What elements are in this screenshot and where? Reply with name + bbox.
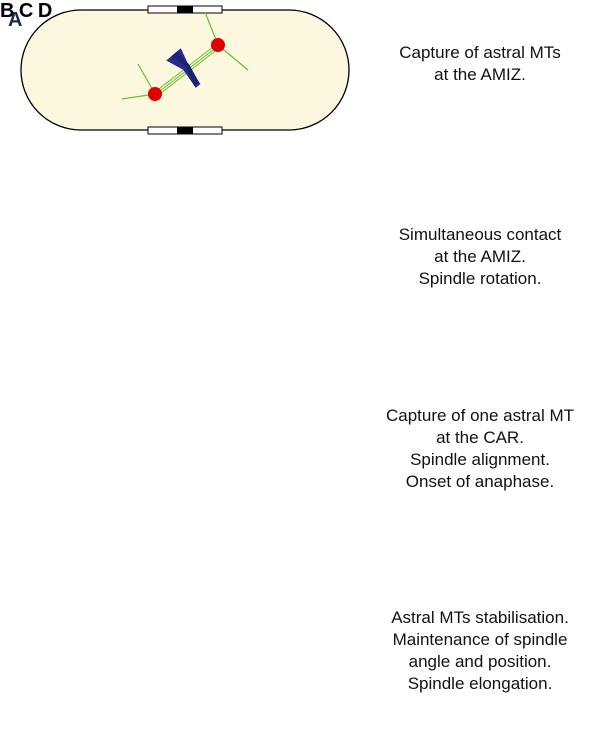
caption-line: Capture of one astral MT [385, 406, 575, 425]
caption-line: angle and position. [408, 652, 552, 671]
panel-b: B [0, 0, 19, 22]
caption-d: Astral MTs stabilisation. Maintenance of… [360, 607, 600, 695]
caption-line: at the AMIZ. [434, 247, 526, 266]
caption-line: Astral MTs stabilisation. [391, 608, 569, 627]
caption-line: Capture of astral MTs [399, 43, 561, 62]
car-marker [147, 5, 223, 135]
caption-line: Maintenance of spindle [392, 630, 568, 649]
caption-line: Spindle elongation. [407, 674, 553, 693]
caption-line: at the CAR. [436, 428, 524, 447]
panel-letter: C [18, 0, 34, 22]
panel-d: D [38, 0, 52, 22]
caption-line: Spindle rotation. [418, 269, 542, 288]
panel-letter: A [8, 9, 22, 31]
centrosome [148, 87, 162, 101]
caption-line: Spindle alignment. [410, 450, 550, 469]
panel-c: C [19, 0, 38, 22]
caption-b: Simultaneous contact at the AMIZ. Spindl… [360, 224, 600, 290]
caption-line: at the AMIZ. [434, 65, 526, 84]
caption-line: Simultaneous contact [398, 225, 562, 244]
caption-a: Capture of astral MTs at the AMIZ. [360, 42, 600, 86]
panel-letter: B [0, 0, 15, 22]
caption-c: Capture of one astral MT at the CAR. Spi… [360, 405, 600, 493]
caption-line: Onset of anaphase. [405, 472, 555, 491]
panel-letter: D [37, 0, 53, 22]
panel-a: A [8, 5, 350, 135]
centrosome [211, 38, 225, 52]
